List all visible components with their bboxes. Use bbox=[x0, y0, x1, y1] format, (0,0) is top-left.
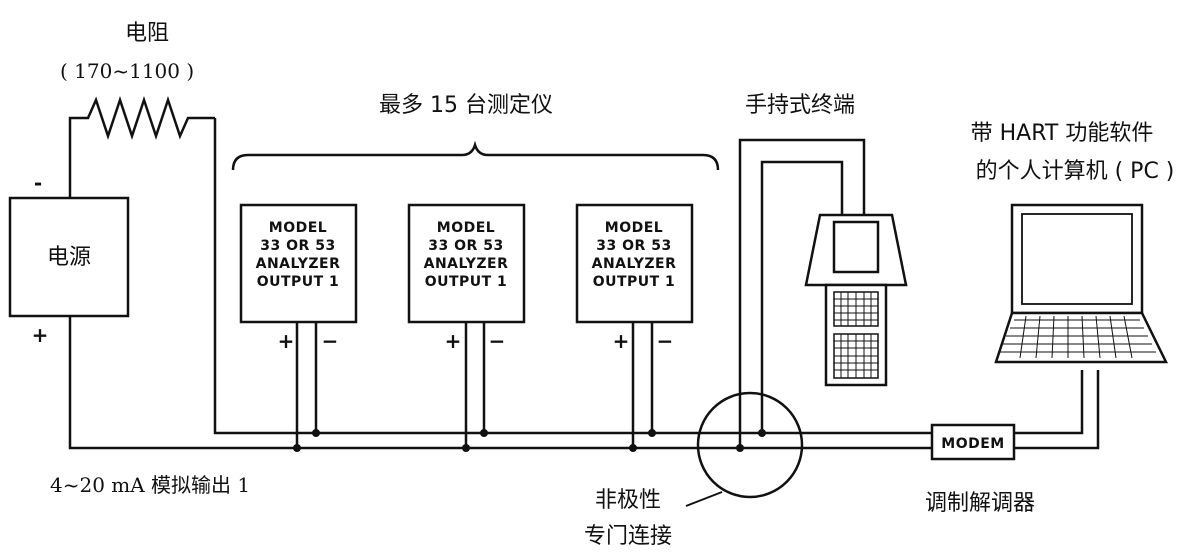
modem-box bbox=[930, 423, 1016, 461]
analyzer-minus-label: − bbox=[322, 329, 339, 353]
analyzer-text-line3: ANALYZER bbox=[256, 256, 341, 272]
connection-pointer bbox=[685, 491, 723, 507]
handheld-cable-outer bbox=[738, 138, 866, 448]
resistor-range-label: ( 170~1100 ) bbox=[60, 59, 194, 83]
handheld-label: 手持式终端 bbox=[745, 93, 855, 118]
analyzer-box bbox=[407, 203, 526, 324]
power-plus-label: + bbox=[32, 323, 49, 347]
resistor bbox=[68, 96, 215, 170]
pc-label-line2: 的个人计算机 ( PC ) bbox=[976, 159, 1175, 184]
analyzer-text-line1: MODEL bbox=[437, 220, 495, 236]
laptop-lid bbox=[1010, 203, 1144, 315]
junction-dot bbox=[462, 444, 470, 452]
analyzer-box bbox=[239, 203, 358, 324]
analyzer-text-line1: MODEL bbox=[269, 220, 327, 236]
modem-pc-cable-1 bbox=[1014, 370, 1084, 435]
analyzer-minus-label: − bbox=[657, 329, 674, 353]
analyzer-text-line2: 33 OR 53 bbox=[260, 238, 335, 254]
junction-dot bbox=[758, 429, 766, 437]
modem: MODEM bbox=[930, 423, 1016, 461]
analyzer-text-line2: 33 OR 53 bbox=[428, 238, 503, 254]
analyzer-text-line3: ANALYZER bbox=[424, 256, 509, 272]
modem-pc-cable-2 bbox=[1014, 370, 1100, 450]
analyzer-text-line2: 33 OR 53 bbox=[596, 238, 671, 254]
handheld-keypad bbox=[833, 291, 879, 379]
analyzer-text-line3: ANALYZER bbox=[592, 256, 677, 272]
analyzer-1: MODEL 33 OR 53 ANALYZER OUTPUT 1 + − bbox=[239, 203, 358, 452]
junction-dot bbox=[293, 444, 301, 452]
connection-circle bbox=[696, 391, 804, 499]
analyzer-box bbox=[575, 203, 694, 324]
pc-label-line1: 带 HART 功能软件 bbox=[971, 121, 1154, 146]
analyzer-plus-label: + bbox=[613, 329, 630, 353]
handheld-terminal bbox=[738, 138, 908, 448]
handheld-screen bbox=[832, 220, 880, 274]
analyzer-group-brace bbox=[231, 140, 720, 171]
analyzer-plus-label: + bbox=[445, 329, 462, 353]
analyzer-plus-label: + bbox=[278, 329, 295, 353]
analyzer-count-label: 最多 15 台测定仪 bbox=[379, 93, 553, 118]
analyzer-minus-label: − bbox=[489, 329, 506, 353]
signal-bus-bottom bbox=[68, 316, 740, 450]
connection-label-line2: 专门连接 bbox=[584, 524, 672, 549]
modem-label: 调制解调器 bbox=[925, 491, 1035, 516]
resistor-label: 电阻 bbox=[125, 21, 169, 46]
handheld-cable-inner bbox=[760, 160, 844, 433]
modem-box-text: MODEM bbox=[941, 436, 1004, 452]
analyzer-text-line1: MODEL bbox=[605, 220, 663, 236]
power-minus-label: - bbox=[34, 171, 42, 195]
analyzer-text-line4: OUTPUT 1 bbox=[593, 274, 676, 290]
laptop-base bbox=[994, 311, 1169, 364]
connection-label-line1: 非极性 bbox=[595, 488, 661, 513]
laptop-screen bbox=[1021, 213, 1133, 305]
return-wire-left bbox=[213, 118, 297, 435]
analyzer-3: MODEL 33 OR 53 ANALYZER OUTPUT 1 + − bbox=[575, 203, 694, 452]
laptop-pc bbox=[994, 203, 1169, 364]
power-supply-label: 电源 bbox=[47, 245, 91, 270]
analog-output-label: 4~20 mA 模拟输出 1 bbox=[50, 473, 250, 497]
laptop-keyboard bbox=[998, 315, 1156, 359]
analyzer-2: MODEL 33 OR 53 ANALYZER OUTPUT 1 + − bbox=[407, 203, 526, 452]
junction-dot bbox=[629, 444, 637, 452]
analyzer-text-line4: OUTPUT 1 bbox=[425, 274, 508, 290]
analyzer-text-line4: OUTPUT 1 bbox=[257, 274, 340, 290]
